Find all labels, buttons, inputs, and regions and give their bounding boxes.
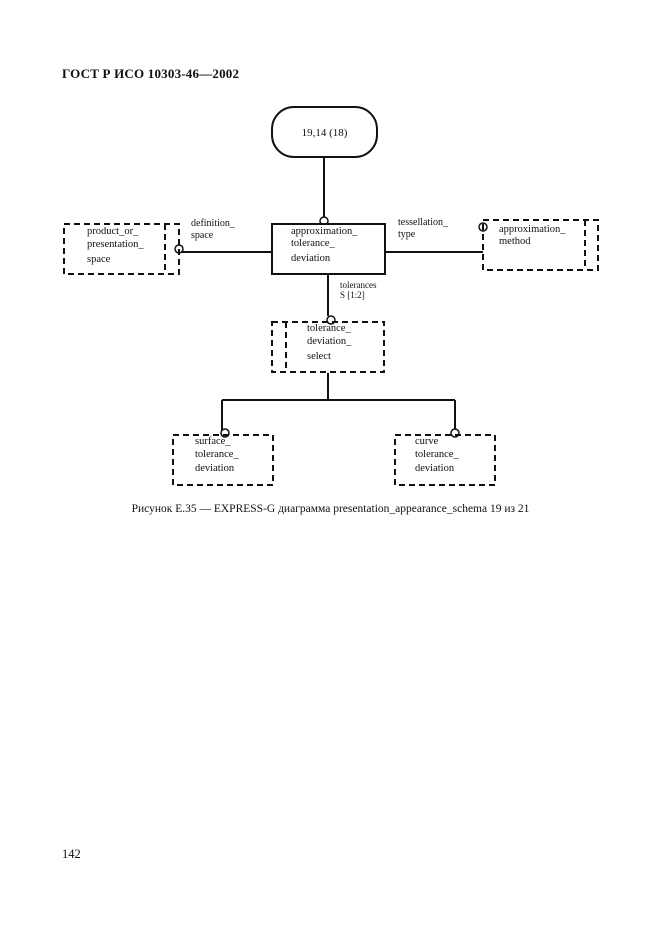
type-product-or-presentation-space [63, 223, 180, 275]
type-product-line: space [87, 254, 111, 265]
entity-surface-label: surface_ tolerance_ deviation [195, 436, 241, 474]
type-product-line: presentation_ [87, 239, 144, 250]
entity-curve-line: deviation [415, 463, 455, 474]
entity-approximation-tolerance-deviation [271, 223, 386, 275]
attr-tolerances-line: tolerances [340, 280, 377, 290]
entity-main-line: deviation [291, 253, 331, 264]
entity-main-line: tolerance_ [291, 238, 335, 249]
page-ref-label: 19,14 (18) [302, 127, 348, 139]
entity-curve-line: tolerance_ [415, 449, 459, 460]
attr-tessellation-label: tessellation_ type [398, 217, 451, 240]
type-method-line: approximation_ [499, 224, 566, 235]
type-select-line: deviation_ [307, 336, 352, 347]
entity-curve-label: curve tolerance_ deviation [415, 436, 461, 474]
type-product-line: product_or_ [87, 226, 139, 237]
type-method-line: method [499, 236, 531, 247]
type-select-line: tolerance_ [307, 323, 351, 334]
entity-main-label: approximation_ tolerance_ deviation [291, 226, 360, 264]
entity-surface-tolerance-deviation [172, 434, 274, 486]
entity-curve-tolerance-deviation [394, 434, 496, 486]
entity-curve-line: curve [415, 436, 439, 447]
attr-tolerances-line: S [1:2] [340, 290, 365, 300]
type-tolerance-deviation-select [271, 321, 385, 373]
entity-surface-line: surface_ [195, 436, 231, 447]
entity-surface-line: tolerance_ [195, 449, 239, 460]
type-select-line: select [307, 351, 331, 362]
type-product-label: product_or_ presentation_ space [87, 226, 146, 265]
attr-tessellation-line: type [398, 229, 416, 240]
attr-definition-label: definition_ space [191, 218, 237, 241]
page-header: ГОСТ Р ИСО 10303-46—2002 [62, 66, 240, 81]
entity-main-line: approximation_ [291, 226, 358, 237]
type-approximation-method [482, 219, 599, 271]
type-select-label: tolerance_ deviation_ select [307, 323, 354, 362]
attr-definition-line: space [191, 230, 214, 241]
type-method-label: approximation_ method [499, 224, 568, 247]
page-number: 142 [62, 847, 81, 861]
attr-definition-line: definition_ [191, 218, 236, 229]
figure-caption: Рисунок Е.35 — EXPRESS-G диаграмма prese… [131, 503, 530, 515]
entity-surface-line: deviation [195, 463, 235, 474]
attr-tessellation-line: tessellation_ [398, 217, 449, 228]
attr-tolerances-label: tolerances S [1:2] [340, 280, 379, 300]
